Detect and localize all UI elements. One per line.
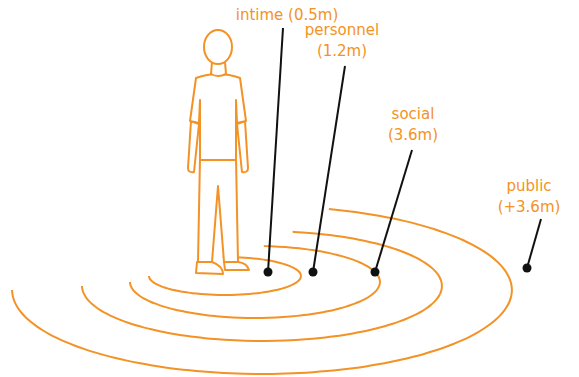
personal-zone-arc: [130, 246, 380, 318]
leader-dot: [264, 268, 273, 277]
zone-label: personnel (1.2m): [296, 20, 388, 62]
leader-line: [375, 150, 412, 272]
right-shoe: [224, 262, 249, 270]
right-arm: [237, 121, 248, 172]
shirt: [190, 74, 246, 160]
zone-label: social (3.6m): [382, 104, 444, 146]
leader-line: [313, 66, 345, 272]
left-shoe: [196, 262, 223, 274]
leader-line: [527, 219, 541, 268]
leader-dot: [523, 264, 532, 273]
leader-line: [268, 28, 283, 272]
head: [204, 30, 232, 64]
leader-lines: [268, 28, 541, 272]
trousers: [198, 158, 238, 262]
social-zone-arc: [82, 232, 442, 341]
leader-dot: [371, 268, 380, 277]
left-arm: [188, 121, 199, 172]
public-zone-arc: [12, 209, 512, 374]
zone-label: public (+3.6m): [492, 176, 566, 218]
leader-dot: [309, 268, 318, 277]
intimate-zone-arc: [149, 257, 301, 295]
zone-arcs: [12, 209, 512, 374]
leader-dots: [264, 264, 532, 277]
person-figure: [188, 30, 249, 274]
